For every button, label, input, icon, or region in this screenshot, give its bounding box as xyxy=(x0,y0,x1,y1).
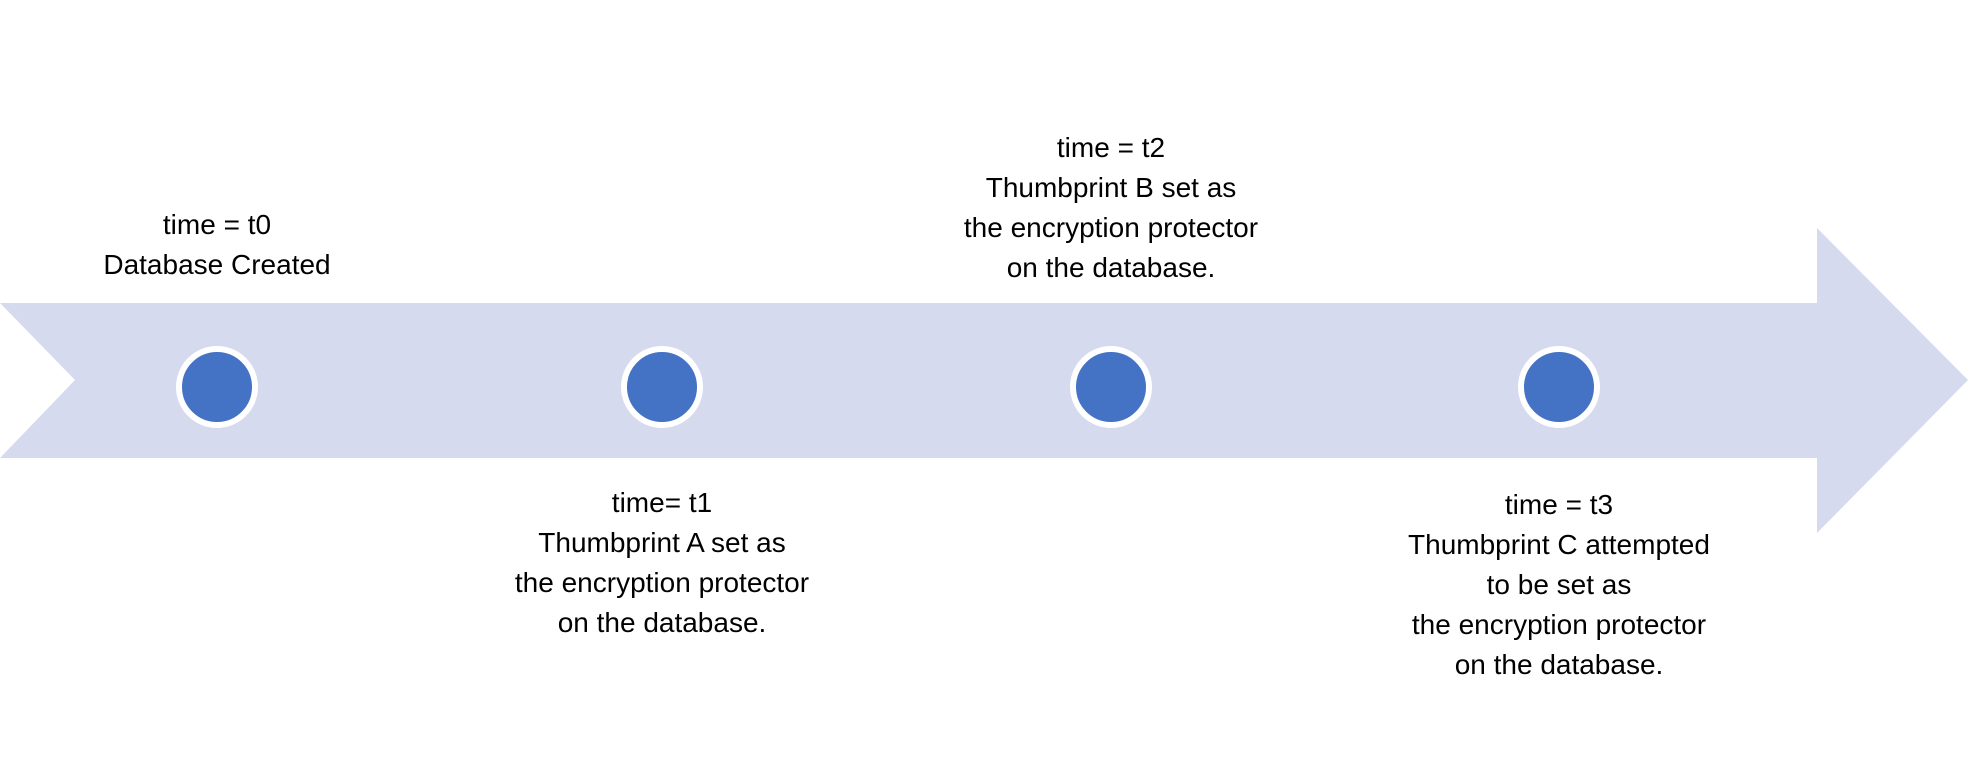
timeline-dot-t3 xyxy=(1518,346,1600,428)
timeline-arrow-shape xyxy=(0,228,1968,533)
timeline-dot-t0 xyxy=(176,346,258,428)
timeline-label-t0: time = t0 Database Created xyxy=(103,209,331,280)
timeline-label-t2: time = t2 Thumbprint B set as the encryp… xyxy=(963,132,1259,283)
timeline-label-t1: time= t1 Thumbprint A set as the encrypt… xyxy=(514,487,810,638)
timeline-dot-t2 xyxy=(1070,346,1152,428)
timeline-dot-t1 xyxy=(621,346,703,428)
timeline-label-t3: time = t3 Thumbprint C attempted to be s… xyxy=(1408,489,1710,680)
